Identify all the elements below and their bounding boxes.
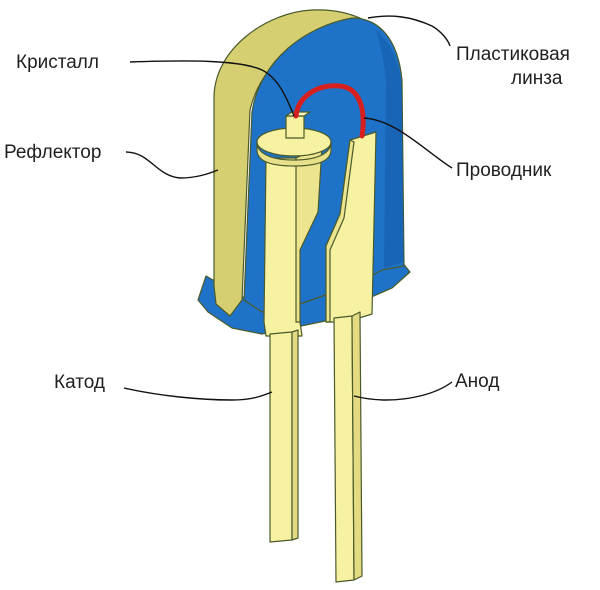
- label-lens-line2: линза: [511, 68, 563, 89]
- leader-conductor: [363, 117, 453, 169]
- anode-leg-side: [351, 311, 363, 581]
- conductor-wire: [293, 83, 366, 139]
- leader-cathode: [123, 387, 273, 401]
- label-cathode: Катод: [54, 372, 105, 393]
- label-conductor: Проводник: [456, 160, 552, 181]
- label-reflector: Рефлектор: [4, 142, 101, 163]
- anode-post-face: [325, 139, 355, 323]
- leader-anode: [353, 381, 453, 401]
- labels: Кристалл Рефлектор Пластиковая линза Про…: [4, 44, 570, 393]
- cathode-leg-side: [291, 329, 299, 541]
- lens-shade: [376, 30, 404, 268]
- label-anode: Анод: [455, 371, 499, 392]
- label-lens-line1: Пластиковая: [456, 44, 570, 65]
- leader-reflector: [125, 151, 219, 179]
- leader-crystal: [129, 60, 295, 117]
- leader-lines: [123, 15, 453, 401]
- anode-leg: [333, 315, 355, 583]
- cathode-leg: [269, 331, 293, 543]
- led-body: [197, 9, 411, 583]
- crystal-chip: [285, 115, 305, 139]
- reflector-cup-side: [256, 141, 332, 167]
- leader-lens: [367, 15, 451, 47]
- label-crystal: Кристалл: [16, 52, 99, 73]
